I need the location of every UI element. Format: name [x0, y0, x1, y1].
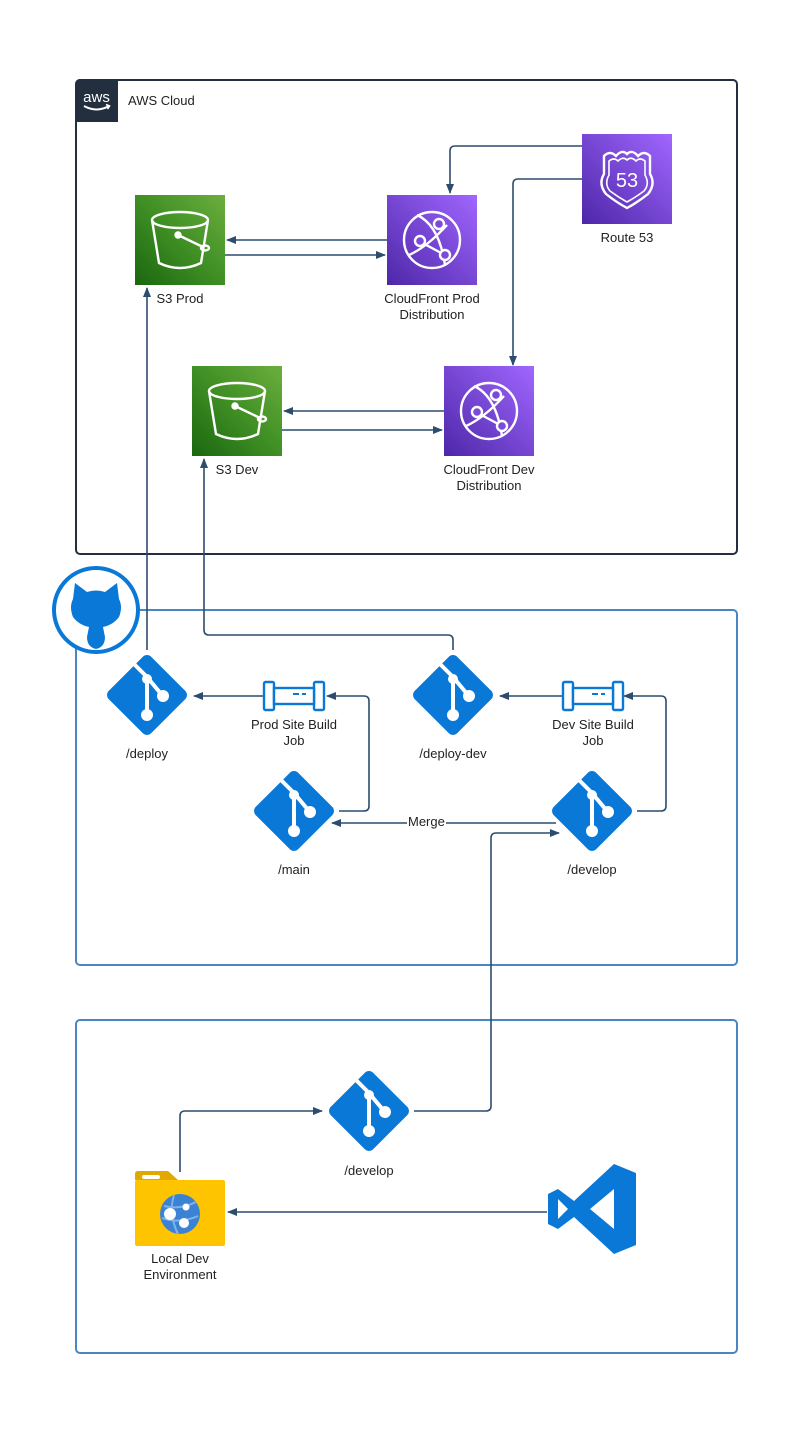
- git-branch-icon: [552, 771, 632, 851]
- svg-text:aws: aws: [83, 89, 110, 106]
- cloudfront-icon: [459, 381, 519, 441]
- branch-main-label: /main: [278, 862, 310, 877]
- cloudfront-dev-label-line1: CloudFront Dev: [443, 462, 535, 477]
- merge-label: Merge: [407, 814, 446, 829]
- git-branch-icon: [254, 771, 334, 851]
- branch-deploy-dev-label: /deploy-dev: [419, 746, 487, 761]
- aws-logo-icon: aws: [75, 79, 118, 122]
- cloudfront-prod-label-line1: CloudFront Prod: [384, 291, 480, 306]
- prod-build-job-label: Prod Site Build Job: [234, 717, 354, 749]
- dev-build-job-label-line2: Job: [582, 733, 604, 748]
- git-branch-icon: [413, 655, 493, 735]
- route53-label: Route 53: [600, 230, 654, 245]
- s3-bucket-icon: [150, 210, 211, 270]
- cloudfront-prod-label-line2: Distribution: [399, 307, 465, 322]
- cloudfront-dev-label-line2: Distribution: [456, 478, 522, 493]
- branch-deploy-label: /deploy: [126, 746, 168, 761]
- route53-node[interactable]: 53: [582, 134, 672, 224]
- local-dev-environment-label: Local Dev Environment: [120, 1251, 240, 1283]
- vscode-node[interactable]: [546, 1163, 638, 1255]
- branch-main-node[interactable]: [248, 765, 340, 857]
- dev-build-job-label-line1: Dev Site Build: [552, 717, 634, 732]
- folder-web-icon: [135, 1171, 225, 1246]
- cloudfront-prod-node[interactable]: [387, 195, 477, 285]
- pipeline-icon: [262, 680, 326, 712]
- branch-deploy-dev-node[interactable]: [407, 649, 499, 741]
- cloudfront-dev-label: CloudFront Dev Distribution: [419, 462, 559, 494]
- cloudfront-dev-node[interactable]: [444, 366, 534, 456]
- local-dev-environment-label-line1: Local Dev: [151, 1251, 209, 1266]
- s3-prod-label: S3 Prod: [156, 291, 204, 306]
- s3-dev-label: S3 Dev: [215, 462, 259, 477]
- prod-build-job-label-line1: Prod Site Build: [251, 717, 337, 732]
- cloudfront-icon: [402, 210, 462, 270]
- s3-prod-node[interactable]: [135, 195, 225, 285]
- s3-bucket-icon: [207, 381, 268, 441]
- local-branch-develop-label: /develop: [344, 1163, 394, 1178]
- branch-develop-label: /develop: [567, 862, 617, 877]
- local-dev-environment-node[interactable]: [134, 1170, 226, 1248]
- local-branch-develop-node[interactable]: [323, 1065, 415, 1157]
- aws-cloud-title: AWS Cloud: [128, 93, 195, 108]
- svg-text:53: 53: [616, 170, 638, 192]
- branch-develop-node[interactable]: [546, 765, 638, 857]
- git-branch-icon: [329, 1071, 409, 1151]
- vscode-icon: [548, 1164, 636, 1254]
- local-dev-environment-label-line2: Environment: [143, 1267, 217, 1282]
- github-logo-icon: [51, 565, 141, 655]
- route53-shield-icon: 53: [600, 150, 654, 210]
- s3-dev-node[interactable]: [192, 366, 282, 456]
- git-branch-icon: [107, 655, 187, 735]
- local-dev-group: [75, 1019, 738, 1354]
- branch-deploy-node[interactable]: [101, 649, 193, 741]
- dev-build-job-label: Dev Site Build Job: [533, 717, 653, 749]
- cloudfront-prod-label: CloudFront Prod Distribution: [362, 291, 502, 323]
- prod-build-job-node[interactable]: [262, 680, 326, 712]
- prod-build-job-label-line2: Job: [283, 733, 305, 748]
- pipeline-icon: [561, 680, 625, 712]
- dev-build-job-node[interactable]: [561, 680, 625, 712]
